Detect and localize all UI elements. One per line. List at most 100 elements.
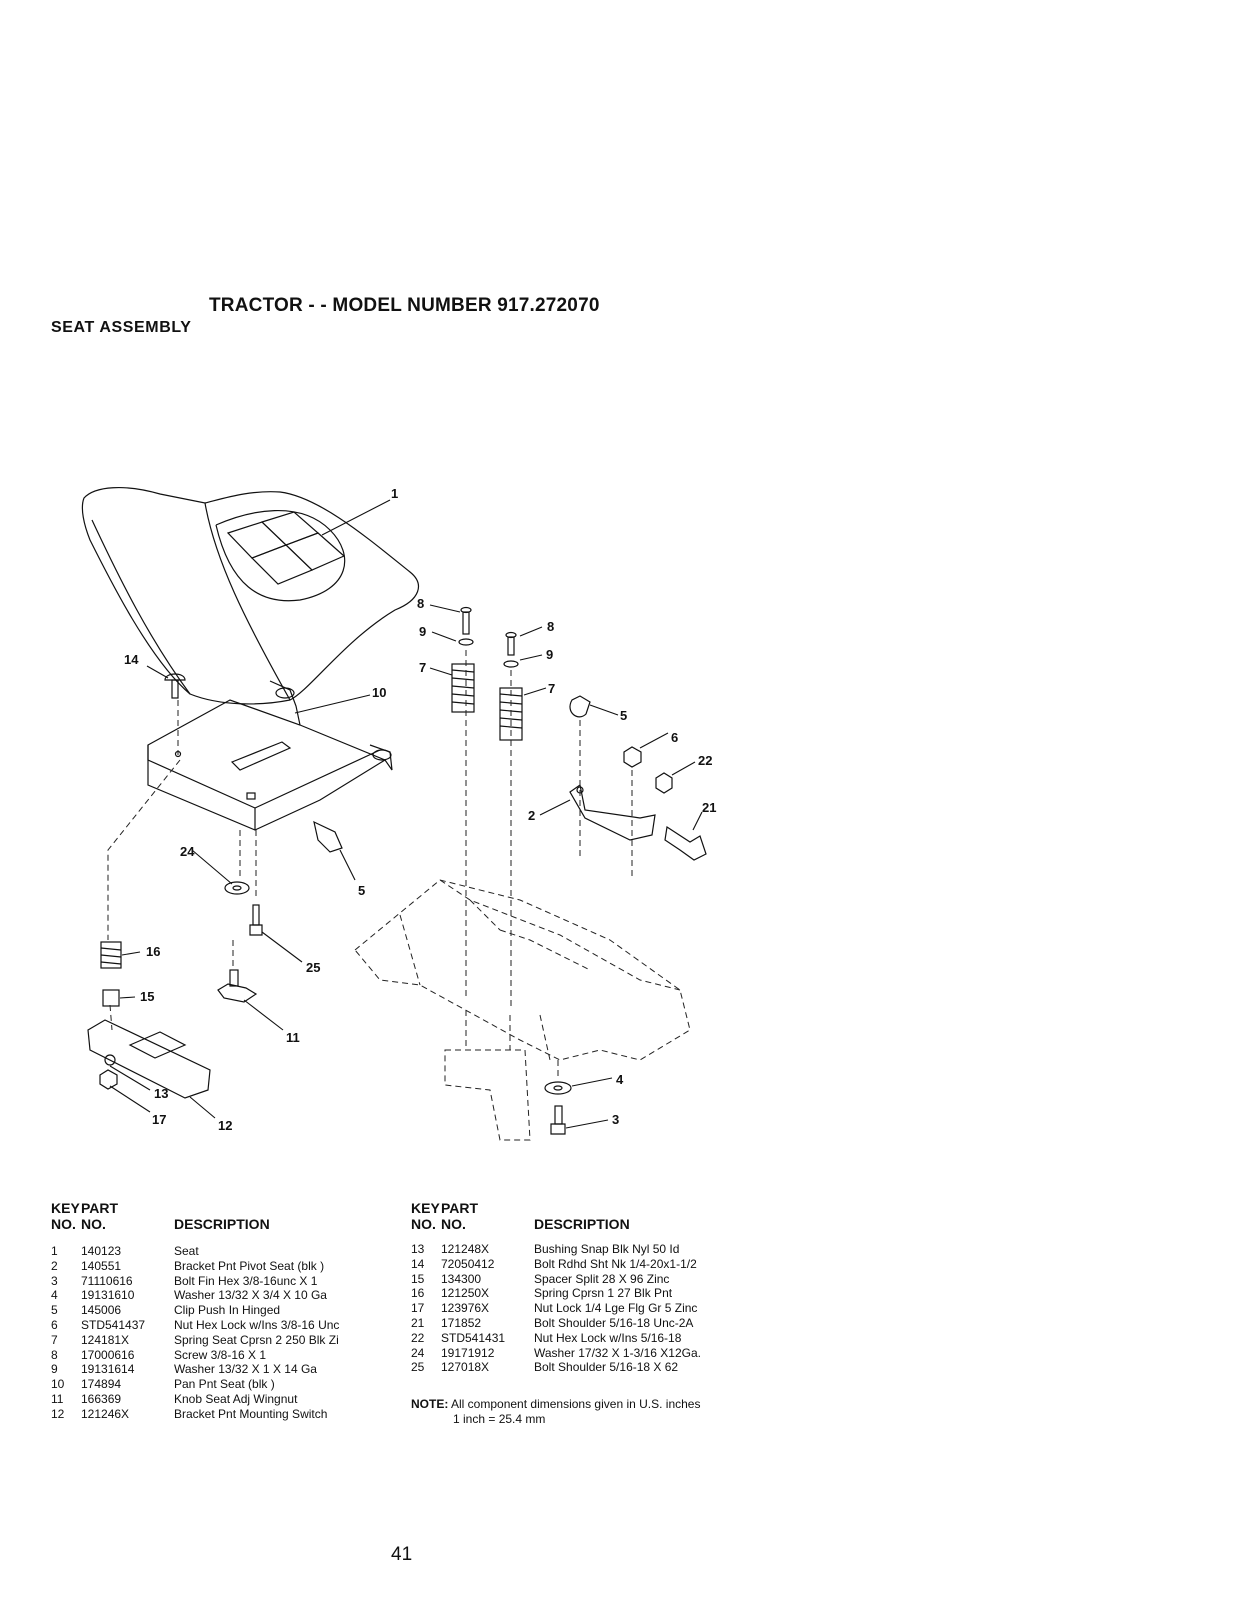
part-number: 19171912 xyxy=(441,1345,495,1360)
callout-label: 7 xyxy=(419,660,426,675)
part-number: 174894 xyxy=(81,1377,122,1392)
parts-row: 5 145006 Clip Push In Hinged xyxy=(51,1303,391,1317)
part-key: 14 xyxy=(411,1256,425,1271)
part-description: Bushing Snap Blk Nyl 50 Id xyxy=(534,1242,680,1256)
part-key: 12 xyxy=(51,1406,65,1421)
part-key: 7 xyxy=(51,1332,58,1347)
part-key: 1 xyxy=(51,1244,58,1258)
header-part: PART xyxy=(441,1200,479,1216)
part-key: 22 xyxy=(411,1330,425,1345)
callout-label: 24 xyxy=(180,844,195,859)
part-number: 71110616 xyxy=(81,1273,133,1288)
part-description: Bolt Shoulder 5/16-18 X 62 xyxy=(534,1360,679,1375)
callout-label: 16 xyxy=(146,944,160,959)
header-description: DESCRIPTION xyxy=(174,1216,270,1232)
part-description: Bolt Rdhd Sht Nk 1/4-20x1-1/2 xyxy=(534,1256,697,1271)
part-number: 121248X xyxy=(441,1242,490,1256)
part-description: Bracket Pnt Mounting Switch xyxy=(174,1406,328,1421)
parts-row: 7 124181X Spring Seat Cprsn 2 250 Blk Zi xyxy=(51,1333,391,1347)
part-number: 19131610 xyxy=(81,1288,135,1303)
callout-label: 25 xyxy=(306,960,320,975)
callout-label: 9 xyxy=(546,647,553,662)
part-description: Clip Push In Hinged xyxy=(174,1303,281,1318)
part-number: 171852 xyxy=(441,1316,482,1330)
part-description: Spacer Split 28 X 96 Zinc xyxy=(534,1271,670,1286)
callout-label: 8 xyxy=(547,619,554,634)
dimensions-note: NOTE: All component dimensions given in … xyxy=(411,1397,700,1427)
page-title: TRACTOR - - MODEL NUMBER 917.272070 xyxy=(209,295,600,316)
header-no: NO. xyxy=(51,1216,76,1232)
part-key: 9 xyxy=(51,1362,58,1377)
part-number: 140123 xyxy=(81,1244,122,1258)
parts-row: 11 166369 Knob Seat Adj Wingnut xyxy=(51,1392,391,1406)
callout-label: 8 xyxy=(417,596,424,611)
callout-label: 5 xyxy=(358,883,365,898)
callout-label: 21 xyxy=(702,800,716,815)
part-number: 145006 xyxy=(81,1303,122,1318)
part-key: 25 xyxy=(411,1360,425,1375)
part-key: 15 xyxy=(411,1271,425,1286)
part-key: 3 xyxy=(51,1273,58,1288)
part-number: 17000616 xyxy=(81,1347,135,1362)
part-key: 11 xyxy=(51,1392,64,1406)
callout-label: 10 xyxy=(372,685,386,700)
header-no: NO. xyxy=(81,1216,106,1232)
part-number: 166369 xyxy=(81,1392,122,1406)
part-number: 72050412 xyxy=(441,1256,495,1271)
page-number: 41 xyxy=(391,1544,413,1565)
part-number: 19131614 xyxy=(81,1362,135,1377)
parts-row: 13 121248X Bushing Snap Blk Nyl 50 Id xyxy=(411,1242,751,1256)
part-number: 123976X xyxy=(441,1301,490,1316)
part-description: Screw 3/8-16 X 1 xyxy=(174,1347,267,1362)
part-description: Bracket Pnt Pivot Seat (blk ) xyxy=(174,1258,325,1273)
note-line-1: All component dimensions given in U.S. i… xyxy=(451,1397,701,1411)
callout-label: 1 xyxy=(391,486,398,501)
callout-label: 17 xyxy=(152,1112,166,1127)
part-description: Spring Seat Cprsn 2 250 Blk Zi xyxy=(174,1332,339,1347)
part-key: 16 xyxy=(411,1286,425,1301)
part-number: 121250X xyxy=(441,1286,490,1301)
part-description: Knob Seat Adj Wingnut xyxy=(174,1392,298,1406)
parts-row: 10 174894 Pan Pnt Seat (blk ) xyxy=(51,1377,391,1391)
part-description: Washer 13/32 X 3/4 X 10 Ga xyxy=(174,1288,327,1303)
part-description: Nut Hex Lock w/Ins 3/8-16 Unc xyxy=(174,1318,340,1332)
parts-row: 6 STD541437 Nut Hex Lock w/Ins 3/8-16 Unc xyxy=(51,1318,391,1332)
part-key: 13 xyxy=(411,1242,425,1256)
note-label: NOTE: xyxy=(411,1397,449,1411)
part-description: Seat xyxy=(174,1244,199,1258)
part-key: 4 xyxy=(51,1288,58,1303)
part-number: STD541437 xyxy=(81,1318,146,1332)
part-description: Pan Pnt Seat (blk ) xyxy=(174,1377,275,1392)
seat-illustration xyxy=(81,487,420,705)
callout-label: 12 xyxy=(218,1118,232,1133)
parts-list-left: KEY PART NO. NO. DESCRIPTION 1 140123 Seat… xyxy=(51,1200,391,1430)
part-key: 24 xyxy=(411,1345,425,1360)
part-description: Washer 17/32 X 1-3/16 X12Ga. xyxy=(534,1345,701,1360)
part-key: 21 xyxy=(411,1316,425,1330)
part-key: 10 xyxy=(51,1377,65,1392)
header-key: KEY xyxy=(51,1200,80,1216)
part-number: STD541431 xyxy=(441,1330,506,1345)
part-key: 6 xyxy=(51,1318,58,1332)
part-key: 17 xyxy=(411,1301,425,1316)
part-description: Bolt Shoulder 5/16-18 Unc-2A xyxy=(534,1316,694,1330)
part-key: 5 xyxy=(51,1303,58,1318)
callout-label: 13 xyxy=(154,1086,168,1101)
parts-row: 4 19131610 Washer 13/32 X 3/4 X 10 Ga xyxy=(51,1288,391,1302)
header-part: PART xyxy=(81,1200,119,1216)
callout-label: 4 xyxy=(616,1072,624,1087)
part-number: 124181X xyxy=(81,1332,130,1347)
part-number: 127018X xyxy=(441,1360,490,1375)
header-no: NO. xyxy=(441,1216,466,1232)
note-line-2: 1 inch = 25.4 mm xyxy=(453,1412,546,1426)
section-title: SEAT ASSEMBLY xyxy=(51,319,192,336)
callout-label: 2 xyxy=(528,808,535,823)
